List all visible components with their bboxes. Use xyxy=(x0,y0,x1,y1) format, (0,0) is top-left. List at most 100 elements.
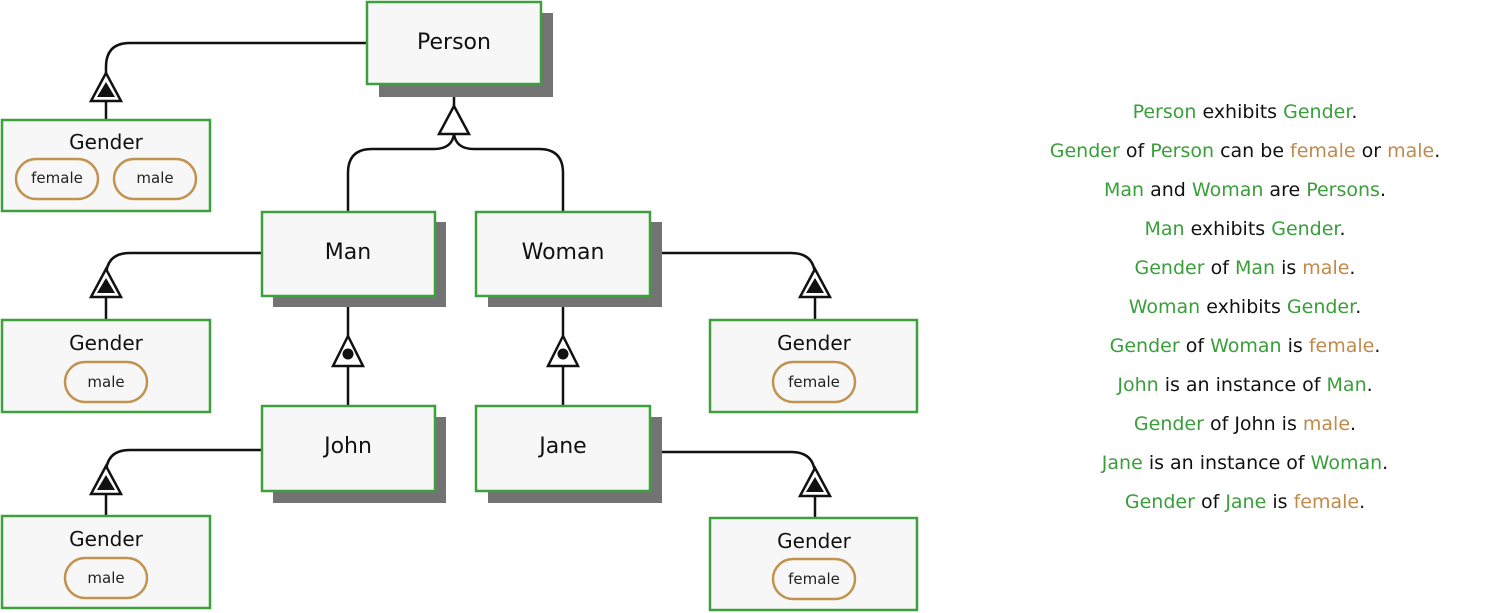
attribute-man-gender[interactable]: Gender male xyxy=(0,318,212,414)
state-female[interactable]: female xyxy=(771,360,857,404)
opl-sentence: Person exhibits Gender. xyxy=(1010,93,1480,132)
object-label-man: Man xyxy=(325,240,371,265)
woman-gender-exhibition-link[interactable] xyxy=(650,251,817,278)
woman-classification-triangle[interactable] xyxy=(545,333,581,368)
opl-object-term[interactable]: Man xyxy=(1234,257,1276,279)
opl-text: . xyxy=(1379,179,1386,201)
state-female[interactable]: female xyxy=(771,557,857,601)
opl-state-term[interactable]: male xyxy=(1302,413,1351,435)
link-symbols xyxy=(88,70,833,498)
object-jane[interactable]: Jane xyxy=(474,404,662,503)
opl-object-term[interactable]: John xyxy=(1117,374,1159,396)
opl-object-term[interactable]: Woman xyxy=(1128,296,1201,318)
opl-object-term[interactable]: Person xyxy=(1150,140,1215,162)
man-gender-exhibition-link[interactable] xyxy=(104,251,262,278)
opl-text: is xyxy=(1275,257,1303,279)
opl-object-term[interactable]: Woman xyxy=(1310,452,1383,474)
opl-state-term[interactable]: female xyxy=(1293,491,1360,513)
state-label: female xyxy=(31,169,83,187)
opl-text: is xyxy=(1281,335,1309,357)
attribute-label: Gender xyxy=(69,527,143,551)
jane-exhibition-triangle[interactable] xyxy=(797,465,833,498)
person-woman-generalization-link[interactable] xyxy=(452,133,565,212)
opl-text: of xyxy=(1194,491,1226,513)
state-label: female xyxy=(788,373,840,391)
attribute-john-gender[interactable]: Gender male xyxy=(0,514,212,610)
state-male[interactable]: male xyxy=(112,157,198,201)
woman-exhibition-triangle[interactable] xyxy=(797,266,833,299)
opl-text: is xyxy=(1266,491,1294,513)
opl-text: . xyxy=(1434,140,1441,162)
opl-object-term[interactable]: Man xyxy=(1144,218,1185,240)
opl-state-term[interactable]: female xyxy=(1308,335,1375,357)
person-man-generalization-link[interactable] xyxy=(346,133,456,212)
object-label-person: Person xyxy=(417,30,491,55)
object-john[interactable]: John xyxy=(260,404,446,503)
attribute-label: Gender xyxy=(69,331,143,355)
opl-sentence: Woman exhibits Gender. xyxy=(1010,288,1480,327)
opl-object-term[interactable]: Gender xyxy=(1283,101,1352,123)
object-label-woman: Woman xyxy=(522,240,605,265)
opl-text: . xyxy=(1350,413,1357,435)
john-exhibition-triangle[interactable] xyxy=(88,463,124,496)
state-female[interactable]: female xyxy=(14,157,100,201)
opl-text: . xyxy=(1339,218,1346,240)
person-exhibition-triangle[interactable] xyxy=(88,70,124,103)
attribute-jane-gender[interactable]: Gender female xyxy=(708,516,919,612)
opl-state-term[interactable]: male xyxy=(1387,140,1435,162)
object-man[interactable]: Man xyxy=(260,210,446,307)
opl-object-term[interactable]: Persons xyxy=(1306,179,1380,201)
opl-text: . xyxy=(1349,257,1356,279)
opl-text: of xyxy=(1204,257,1235,279)
opl-text: or xyxy=(1355,140,1388,162)
opl-text: can be xyxy=(1214,140,1291,162)
opl-object-term[interactable]: Woman xyxy=(1210,335,1282,357)
opl-sentences: Person exhibits Gender.Gender of Person … xyxy=(1010,93,1480,522)
opl-object-term[interactable]: Gender xyxy=(1049,140,1120,162)
attributes: Gender female male Gender male Gender xyxy=(0,118,919,612)
opl-state-term[interactable]: female xyxy=(1290,140,1356,162)
opl-object-term[interactable]: Gender xyxy=(1134,257,1205,279)
object-person[interactable]: Person xyxy=(365,0,553,97)
opl-state-term[interactable]: male xyxy=(1302,257,1350,279)
opl-object-term[interactable]: Gender xyxy=(1271,218,1340,240)
generalization-triangle[interactable] xyxy=(436,103,472,136)
opl-sentence: Man and Woman are Persons. xyxy=(1010,171,1480,210)
opl-object-term[interactable]: Gender xyxy=(1133,413,1204,435)
state-label: male xyxy=(136,169,173,187)
opl-object-term[interactable]: Jane xyxy=(1101,452,1143,474)
attribute-person-gender[interactable]: Gender female male xyxy=(0,118,212,213)
state-male[interactable]: male xyxy=(63,360,149,404)
opl-object-term[interactable]: Man xyxy=(1326,374,1367,396)
opl-sentence: Gender of Jane is female. xyxy=(1010,483,1480,522)
opl-sentence: Jane is an instance of Woman. xyxy=(1010,444,1480,483)
state-male[interactable]: male xyxy=(63,556,149,600)
opl-object-term[interactable]: Person xyxy=(1132,101,1197,123)
opl-sentence: Gender of Woman is female. xyxy=(1010,327,1480,366)
opl-text: . xyxy=(1382,452,1389,474)
john-gender-exhibition-link[interactable] xyxy=(104,448,262,475)
opl-object-term[interactable]: Jane xyxy=(1225,491,1267,513)
opl-text: . xyxy=(1351,101,1358,123)
links xyxy=(104,41,817,518)
opl-object-term[interactable]: Woman xyxy=(1191,179,1264,201)
attribute-label: Gender xyxy=(777,331,851,355)
opl-text: . xyxy=(1374,335,1381,357)
man-classification-triangle[interactable] xyxy=(330,333,366,368)
opl-text: exhibits xyxy=(1184,218,1272,240)
opl-object-term[interactable]: Gender xyxy=(1124,491,1195,513)
object-woman[interactable]: Woman xyxy=(474,210,662,307)
opl-object-term[interactable]: Man xyxy=(1103,179,1145,201)
man-exhibition-triangle[interactable] xyxy=(88,266,124,299)
opl-object-term[interactable]: Gender xyxy=(1109,335,1180,357)
opl-text: is an instance of xyxy=(1158,374,1327,396)
opl-text: are xyxy=(1263,179,1307,201)
opl-object-term[interactable]: Gender xyxy=(1286,296,1356,318)
opl-sentence: Man exhibits Gender. xyxy=(1010,210,1480,249)
opl-text: of John is xyxy=(1203,413,1303,435)
objects: Person Man Woman John Jane xyxy=(260,0,662,503)
opl-text: . xyxy=(1355,296,1362,318)
person-gender-exhibition-link[interactable] xyxy=(104,41,367,75)
attribute-woman-gender[interactable]: Gender female xyxy=(708,318,919,414)
jane-gender-exhibition-link[interactable] xyxy=(650,450,817,477)
